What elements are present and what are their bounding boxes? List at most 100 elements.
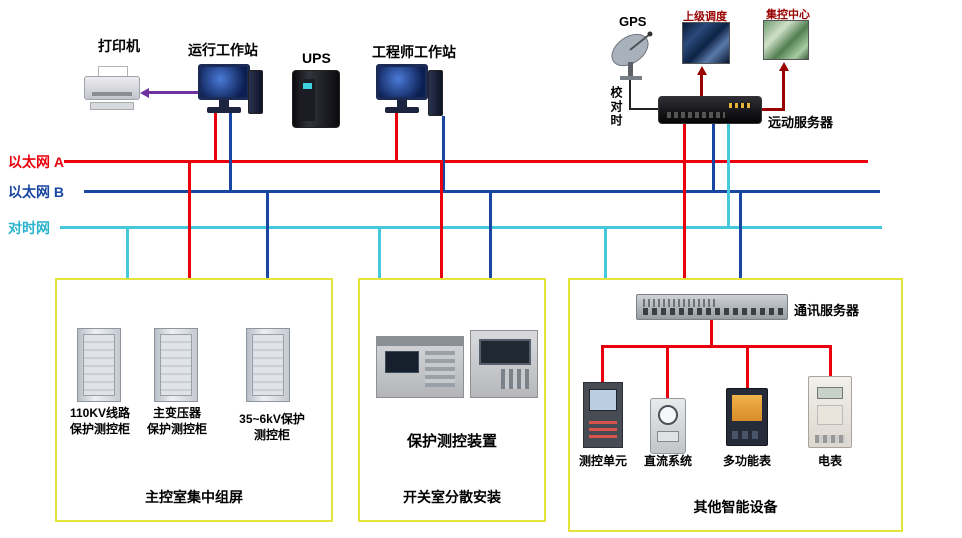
printer-link-line bbox=[148, 91, 198, 94]
cabinet-transformer-label: 主变压器 保护测控柜 bbox=[131, 406, 223, 437]
box2-eth-a-drop bbox=[440, 160, 443, 278]
printer-image bbox=[84, 66, 140, 112]
switch-room-box bbox=[358, 278, 546, 522]
gps-time-check-label: 校对时 bbox=[609, 86, 623, 128]
protection-device-a-image bbox=[376, 336, 464, 398]
engineer-ws-eth-a-drop bbox=[395, 112, 398, 163]
cabinet-35-6kv-image bbox=[246, 328, 290, 402]
device-screen bbox=[732, 395, 762, 421]
comm-server-vents bbox=[643, 299, 715, 307]
control-center-uplink-horizontal bbox=[760, 108, 785, 111]
device-screen bbox=[385, 351, 419, 373]
device-grid bbox=[425, 351, 455, 387]
cabinet-35-6kv-label: 35~6kV保护 测控柜 bbox=[222, 412, 322, 443]
energy-meter-drop bbox=[829, 345, 832, 377]
control-center-uplink-vertical bbox=[782, 70, 785, 110]
operator-ws-eth-b-drop bbox=[229, 112, 232, 193]
control-center-label: 集控中心 bbox=[766, 9, 810, 21]
cabinet-door bbox=[83, 334, 115, 396]
printer-link-arrow bbox=[140, 88, 149, 98]
box2-time-drop bbox=[378, 226, 381, 278]
cabinet-110kv-image bbox=[77, 328, 121, 402]
printer-tray bbox=[90, 102, 134, 110]
dispatch-uplink-line bbox=[700, 74, 703, 96]
engineer-ws-eth-b-drop bbox=[442, 116, 445, 193]
cabinet-label-line1: 110KV线路 bbox=[69, 406, 131, 420]
rtu-server-eth-a-drop bbox=[683, 124, 686, 278]
ups-panel bbox=[300, 79, 315, 121]
gps-label: GPS bbox=[619, 14, 647, 29]
switch-room-caption: 开关室分散安装 bbox=[403, 489, 501, 505]
ethernet-b-label: 以太网 B bbox=[8, 184, 64, 200]
operator-ws-tower bbox=[248, 70, 263, 114]
control-center-image bbox=[763, 20, 809, 60]
monitor-neck bbox=[219, 100, 229, 107]
box3-time-drop bbox=[604, 226, 607, 278]
cabinet-label-line1: 主变压器 bbox=[152, 406, 201, 420]
comm-server-drop bbox=[710, 320, 713, 347]
device-buttons bbox=[732, 431, 762, 439]
meter-lcd bbox=[817, 387, 843, 399]
mcu-drop bbox=[601, 345, 604, 383]
meter-dial bbox=[658, 405, 678, 425]
box1-eth-a-drop bbox=[188, 160, 191, 278]
meter-body bbox=[817, 405, 843, 425]
printer-slot bbox=[92, 92, 132, 96]
other-devices-caption: 其他智能设备 bbox=[693, 499, 778, 515]
rtu-server-ports bbox=[667, 112, 725, 118]
multifunction-meter-drop bbox=[746, 345, 749, 389]
gps-dish-icon bbox=[606, 28, 660, 87]
measuring-unit-label: 测控单元 bbox=[578, 454, 627, 468]
dispatch-uplink-arrow bbox=[697, 66, 707, 75]
cabinet-door bbox=[160, 334, 192, 396]
cabinet-label-line2: 保护测控柜 bbox=[69, 421, 130, 436]
comm-server-label: 通讯服务器 bbox=[794, 303, 860, 318]
ethernet-a-label: 以太网 A bbox=[8, 154, 64, 170]
monitor-screen bbox=[198, 64, 250, 100]
time-network-label: 对时网 bbox=[8, 220, 50, 236]
meter-terminals bbox=[815, 435, 845, 443]
monitor-base bbox=[207, 107, 241, 113]
box2-eth-b-drop bbox=[489, 190, 492, 278]
dispatch-label: 上级调度 bbox=[683, 11, 727, 23]
printer-body bbox=[84, 76, 140, 100]
device-led-rows bbox=[589, 421, 617, 439]
meter-window bbox=[657, 431, 679, 442]
device-screen bbox=[589, 389, 617, 411]
dc-system-drop bbox=[666, 345, 669, 399]
rtu-server-leds bbox=[729, 103, 751, 108]
operator-ws-eth-a-drop bbox=[214, 112, 217, 163]
monitor-base bbox=[385, 107, 419, 113]
box1-time-drop bbox=[126, 226, 129, 278]
cabinet-transformer-image bbox=[154, 328, 198, 402]
engineer-ws-monitor bbox=[376, 64, 428, 113]
rtu-server-image bbox=[658, 96, 762, 124]
rtu-server-eth-b-drop bbox=[712, 124, 715, 193]
rtu-server-time-drop bbox=[727, 124, 730, 229]
cabinet-label-line2: 保护测控柜 bbox=[146, 421, 207, 436]
printer-label: 打印机 bbox=[98, 38, 140, 54]
multifunction-meter-label: 多功能表 bbox=[722, 454, 771, 468]
engineer-ws-tower bbox=[428, 70, 443, 116]
other-devices-box bbox=[568, 278, 903, 532]
ups-display bbox=[303, 83, 312, 89]
multifunction-meter-image bbox=[726, 388, 768, 446]
main-control-room-caption: 主控室集中组屏 bbox=[145, 489, 243, 505]
energy-meter-image bbox=[808, 376, 852, 448]
ethernet-a-line bbox=[64, 160, 868, 163]
ups-image bbox=[292, 70, 340, 128]
time-network-line bbox=[60, 226, 882, 229]
protection-device-label: 保护测控装置 bbox=[406, 433, 497, 450]
box3-eth-b-drop bbox=[739, 190, 742, 278]
protection-device-b-image bbox=[470, 330, 538, 398]
ups-label: UPS bbox=[302, 50, 331, 66]
main-control-room-box bbox=[55, 278, 333, 522]
cabinet-door bbox=[252, 334, 284, 396]
dc-system-image bbox=[650, 398, 686, 454]
cabinet-label-line1: 35~6kV保护 bbox=[239, 412, 305, 426]
control-center-uplink-arrow bbox=[779, 62, 789, 71]
energy-meter-label: 电表 bbox=[817, 454, 842, 468]
monitor-neck bbox=[397, 100, 407, 107]
monitor-screen bbox=[376, 64, 428, 100]
